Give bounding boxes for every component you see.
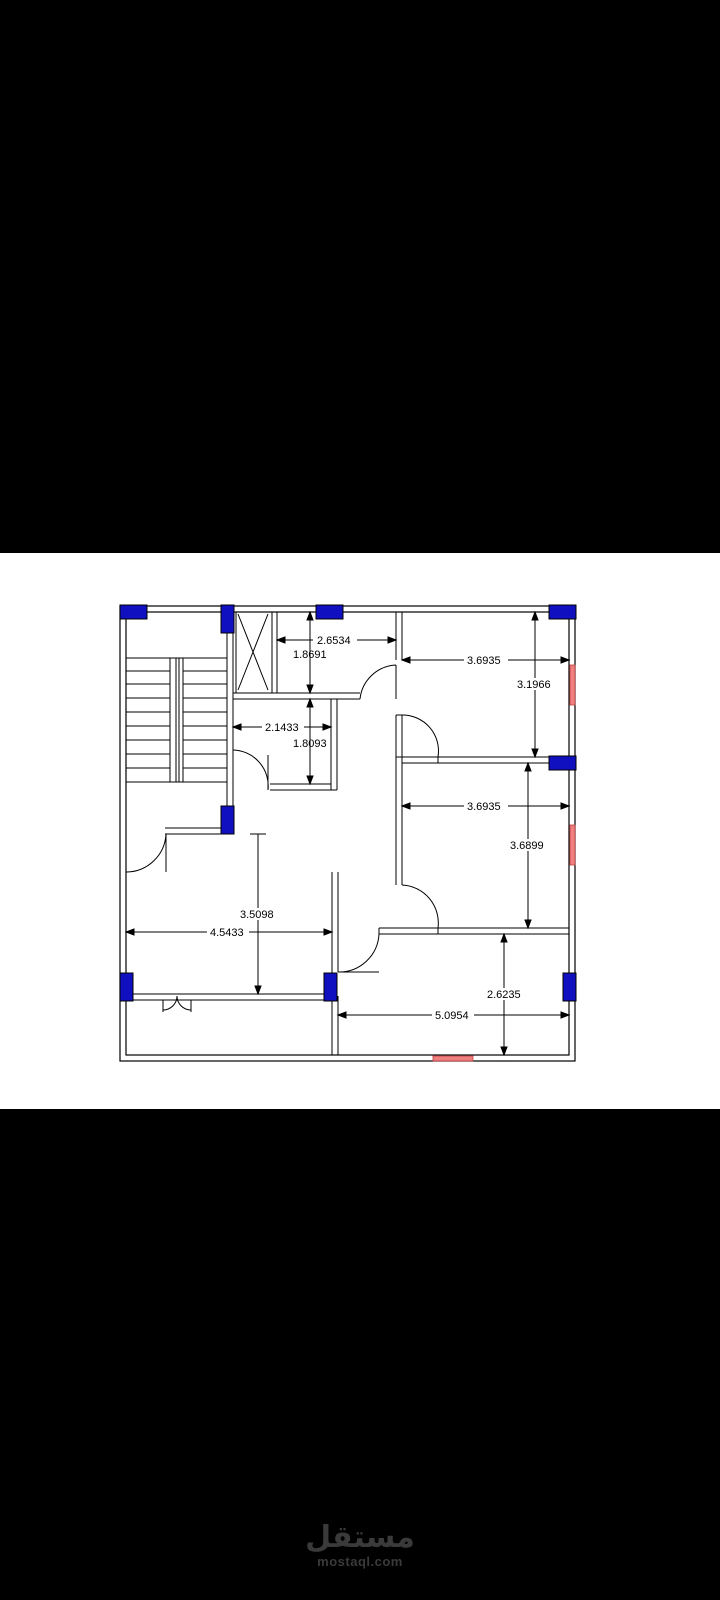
window — [432, 1055, 474, 1062]
dim-room-e-width: 3.6935 — [467, 801, 501, 813]
dim-bath-width: 2.1433 — [265, 722, 299, 734]
column — [562, 972, 577, 1002]
column — [323, 972, 338, 1002]
dim-room-e-height: 3.6899 — [510, 840, 544, 852]
window — [569, 664, 576, 706]
column — [220, 604, 235, 634]
column — [119, 604, 148, 620]
column — [548, 604, 577, 620]
door-swings — [125, 664, 439, 1012]
windows — [432, 664, 576, 1062]
column — [220, 805, 235, 835]
dim-hall-width: 4.5433 — [210, 927, 244, 939]
column — [548, 755, 577, 771]
columns — [119, 604, 577, 1002]
shaft-cross — [235, 611, 273, 694]
dim-room-se-height: 2.6235 — [487, 989, 521, 1001]
dim-room-ne-height: 3.1966 — [517, 679, 551, 691]
column — [119, 972, 134, 1002]
dim-room-se-width: 5.0954 — [435, 1010, 469, 1022]
watermark: مستقل mostaql.com — [0, 1520, 720, 1570]
column — [315, 604, 344, 620]
window — [569, 824, 576, 866]
dim-top-corridor-height: 1.8691 — [293, 649, 327, 661]
watermark-url: mostaql.com — [317, 1554, 403, 1569]
staircase — [126, 657, 227, 783]
watermark-logo: مستقل — [305, 1520, 415, 1555]
dim-bath-height: 1.8093 — [293, 738, 327, 750]
dim-top-corridor-width: 2.6534 — [317, 635, 351, 647]
dim-hall-height: 3.5098 — [240, 909, 274, 921]
dim-room-ne-width: 3.6935 — [467, 655, 501, 667]
